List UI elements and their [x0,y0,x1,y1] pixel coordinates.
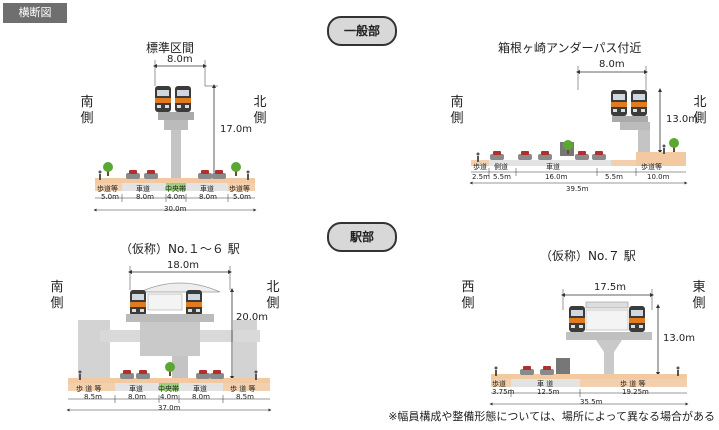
panel2-zone-0: 歩道 [473,163,487,171]
side-char: 南 [450,95,464,110]
panel1-dim-2: 4.0m [167,193,185,201]
panel-underpass [469,66,688,185]
panel3-zone-1: 車道 [129,385,143,393]
side-char: 北 [253,95,267,110]
panel1-dim-4: 5.0m [233,193,251,201]
panel4-dim-1: 12.5m [537,388,560,396]
panel2-dim-4: 10.0m [647,173,670,181]
panel4-title: （仮称）No.７ 駅 [540,249,636,263]
section-general-label: 一般部 [327,16,397,46]
panel1-dim-1: 8.0m [136,193,154,201]
panel3-side-right: 北 側 [266,280,280,312]
panel3-dim-2: 4.0m [160,393,178,401]
panel2-total: 39.5m [566,185,589,193]
panel2-dim-3: 5.5m [605,173,623,181]
panel3-dim-3: 8.0m [192,393,210,401]
panel4-zone-0: 歩道 [492,380,506,388]
panel4-total: 35.5m [580,398,603,406]
panel3-dim-4: 8.5m [236,393,254,401]
panel1-zone-4: 歩道等 [229,185,250,193]
side-char: 側 [50,296,64,311]
side-char: 側 [692,296,706,311]
panel4-dim-2: 19.25m [622,388,649,396]
side-char: 側 [450,111,464,126]
side-char: 南 [80,95,94,110]
panel1-total: 30.0m [164,205,187,213]
side-char: 側 [80,111,94,126]
side-char: 北 [693,95,707,110]
panel2-zone-2: 車道 [546,163,560,171]
panel2-dim-1: 5.5m [493,173,511,181]
panel4-side-left: 西 側 [461,280,475,312]
panel1-zone-2: 中央帯 [165,185,186,193]
side-char: 側 [693,111,707,126]
side-char: 北 [266,280,280,295]
panel2-dim-2: 16.0m [545,173,568,181]
side-char: 東 [692,280,706,295]
panel3-dim-0: 8.5m [84,393,102,401]
panel1-zone-3: 車道 [200,185,214,193]
panel1-side-left: 南 側 [80,95,94,127]
side-char: 側 [461,296,475,311]
panel4-top-width: 17.5m [594,282,627,293]
panel2-title: 箱根ヶ崎アンダーパス付近 [498,41,642,55]
panel-station-7 [489,289,689,406]
panel2-top-width: 8.0m [599,59,625,70]
panel1-zone-1: 車道 [136,185,150,193]
panel4-side-right: 東 側 [692,280,706,312]
panel1-title: 標準区間 [146,41,195,55]
panel-station-1-6 [66,266,272,412]
side-char: 西 [461,280,475,295]
side-char: 側 [266,296,280,311]
panel3-top-width: 18.0m [167,260,200,271]
panel4-zone-1: 車 道 [537,380,554,388]
section-station-label: 駅部 [327,222,397,252]
side-char: 南 [50,280,64,295]
footnote: ※幅員構成や整備形態については、場所によって異なる場合がある [388,410,715,423]
panel3-height: 20.0m [236,312,269,323]
panel1-top-width: 8.0m [167,54,193,65]
panel1-dim-0: 5.0m [101,193,119,201]
panel-standard [93,60,257,212]
panel2-zone-3: 歩道等 [641,163,662,171]
panel3-zone-0: 歩 道 等 [76,385,102,393]
panel3-side-left: 南 側 [50,280,64,312]
side-char: 側 [253,111,267,126]
panel4-zone-2: 歩 道 等 [620,380,646,388]
panel3-title: （仮称）No.１～６ 駅 [120,242,240,256]
panel1-height: 17.0m [220,124,253,135]
panel2-zone-1: 側道 [494,163,508,171]
panel2-side-left: 南 側 [450,95,464,127]
panel3-dim-1: 8.0m [128,393,146,401]
panel4-height: 13.0m [663,333,696,344]
panel3-total: 37.0m [158,404,181,412]
panel3-zone-3: 車道 [193,385,207,393]
panel2-height: 13.0m [666,114,699,125]
page-tag: 横断図 [3,3,67,23]
panel3-zone-4: 歩 道 等 [230,385,256,393]
panel1-side-right: 北 側 [253,95,267,127]
panel1-dim-3: 8.0m [199,193,217,201]
panel4-dim-0: 3.75m [492,388,515,396]
panel2-side-right: 北 側 [693,95,707,127]
panel2-dim-0: 2.5m [472,173,490,181]
panel1-zone-0: 歩道等 [97,185,118,193]
panel3-zone-2: 中央帯 [158,385,179,393]
